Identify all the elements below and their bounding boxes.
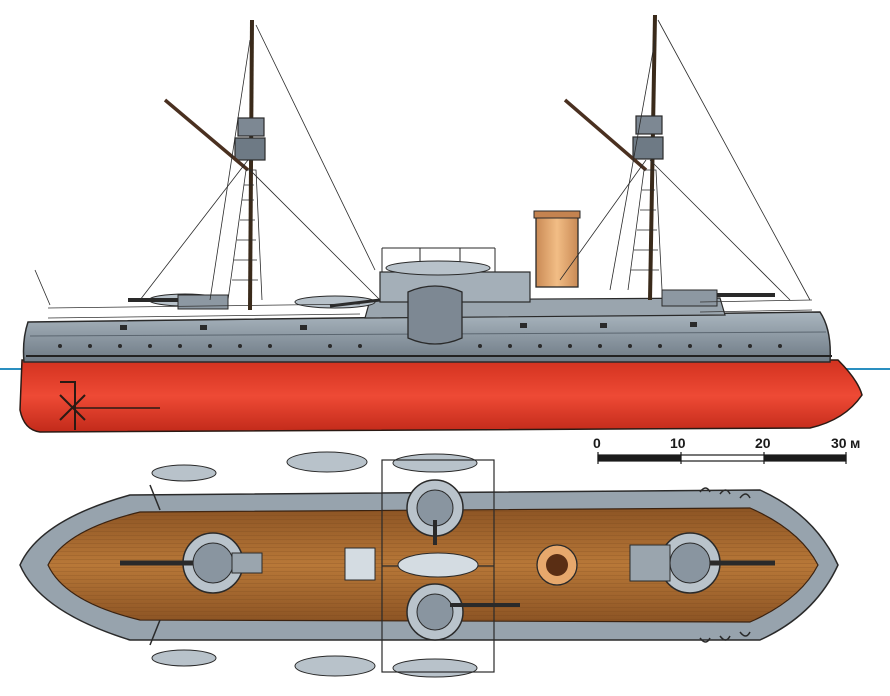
rigging [34,19,811,306]
scale-label-0: 0 [593,435,601,451]
foremast [163,19,266,311]
lower-hull-red [19,359,863,433]
scale-bar: 0 10 20 30 м [593,435,860,464]
mainmast [563,14,664,301]
turret-wing-lower [406,583,520,641]
deck-railing [47,299,813,319]
turret-wing-upper [406,479,464,545]
davits [149,484,751,646]
central-boat [397,552,479,578]
bridge [381,247,496,272]
plan-view [19,451,839,678]
plan-boats [151,451,478,678]
side-profile [0,14,890,433]
rudder-propeller [59,381,160,430]
scale-unit: м [850,435,860,451]
turret-aft [629,532,775,594]
scale-label-20: 20 [755,435,771,451]
portholes [58,322,782,348]
scale-label-10: 10 [670,435,686,451]
boat [385,260,491,276]
central-barbette [407,285,463,345]
scale-label-30: 30 [831,435,847,451]
turret-forward [120,532,263,594]
funnel [533,210,581,288]
funnel-top [536,544,578,586]
